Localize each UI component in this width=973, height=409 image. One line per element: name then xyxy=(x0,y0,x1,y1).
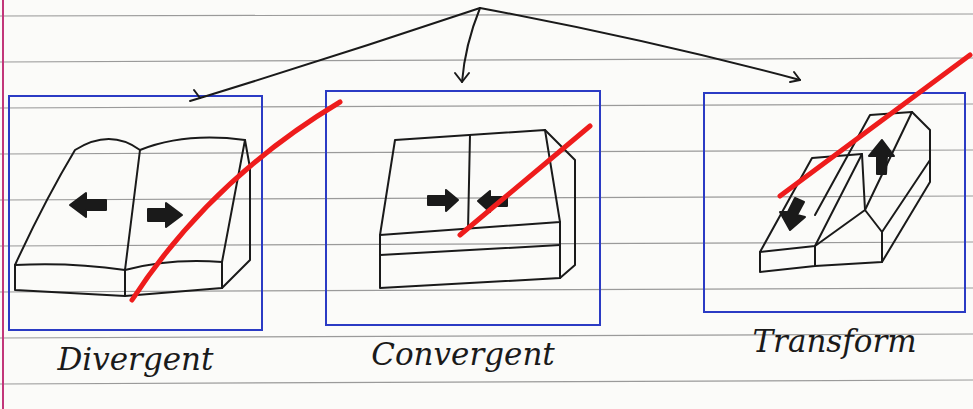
divergent-sketch xyxy=(15,138,250,296)
strike-line xyxy=(780,55,970,196)
boundary-box: Divergent xyxy=(8,95,263,331)
boundary-label: Transform xyxy=(752,323,916,359)
branch-arrows xyxy=(190,8,800,101)
strike-line xyxy=(460,126,590,235)
boundary-box: Convergent xyxy=(325,90,601,326)
strike-line xyxy=(132,102,340,300)
boundary-label: Divergent xyxy=(57,341,213,377)
convergent-sketch xyxy=(380,130,575,288)
transform-sketch xyxy=(760,112,930,272)
boundary-label: Convergent xyxy=(371,336,555,372)
ruled-lines xyxy=(0,14,973,384)
strike-lines xyxy=(132,55,970,300)
margin-line xyxy=(2,0,4,409)
boundary-box: Transform xyxy=(703,92,966,313)
